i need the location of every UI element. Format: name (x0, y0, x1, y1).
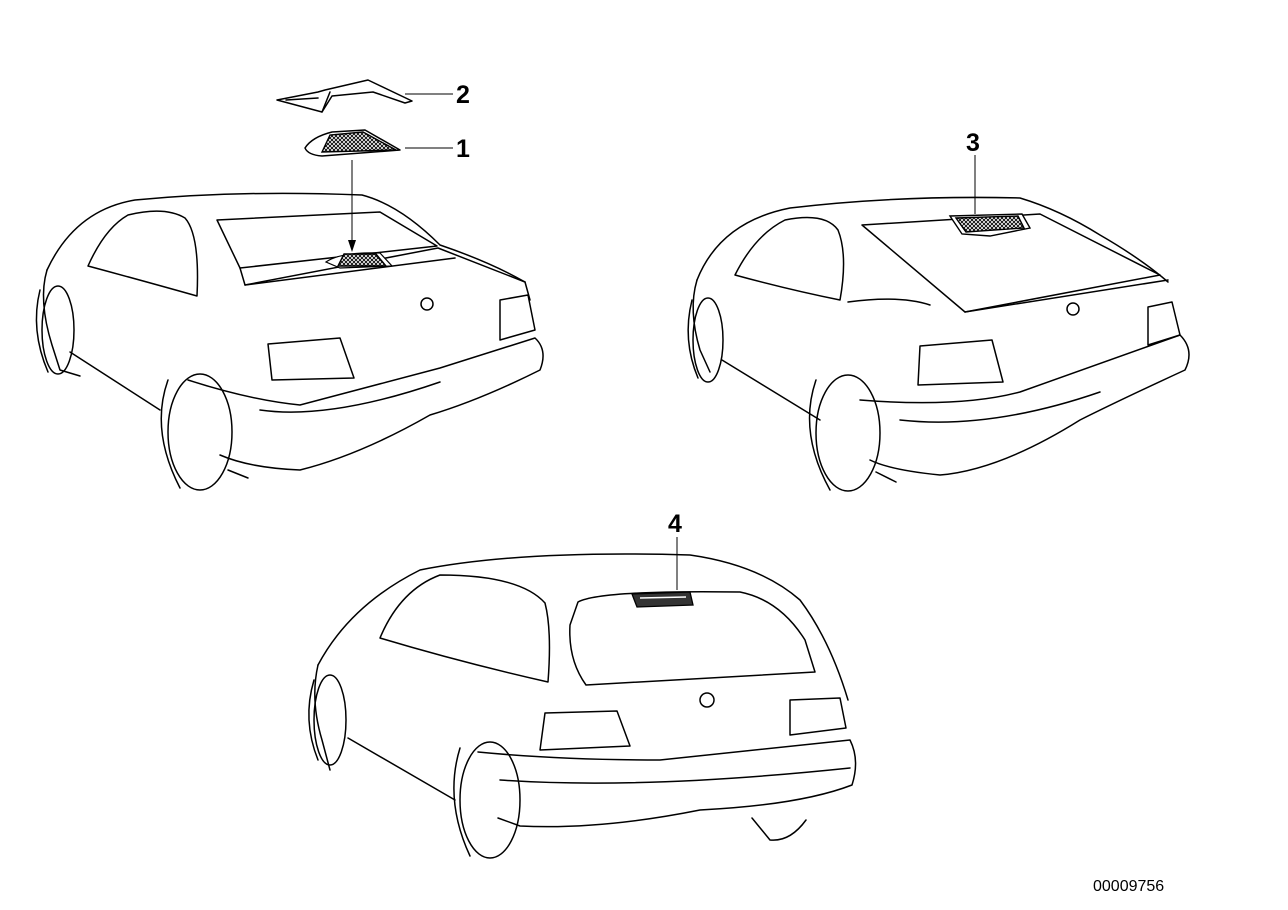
part-1-brake-light (304, 129, 401, 157)
figure-id: 00009756 (1093, 878, 1164, 895)
car-hatchback (308, 553, 857, 859)
callout-2: 2 (456, 81, 470, 109)
callout-1: 1 (456, 135, 470, 163)
callout-3: 3 (966, 129, 980, 157)
install-arrow (348, 160, 356, 252)
callout-4: 4 (668, 510, 682, 538)
car-sedan (35, 192, 544, 491)
part-2-cover (276, 79, 413, 113)
car-compact (687, 196, 1190, 492)
